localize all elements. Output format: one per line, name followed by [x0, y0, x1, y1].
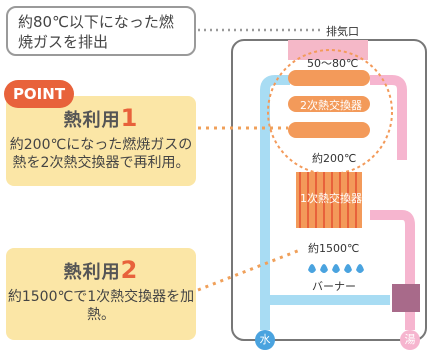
- hx-tube-3: [288, 122, 370, 138]
- heat-use-2-text: 約1500℃で1次熱交換器を加熱。: [7, 289, 195, 323]
- water-in-badge: 水: [255, 330, 275, 350]
- primary-hx-fins: [299, 172, 357, 228]
- heat-use-1-title-text: 熱利用: [63, 110, 121, 131]
- hx-tube-1: [288, 70, 370, 86]
- heat2-connector: [197, 248, 301, 292]
- temp-top-label: 50～80℃: [307, 57, 359, 70]
- exhaust-callout-text: 約80℃以下になった燃焼ガスを排出: [18, 13, 174, 51]
- heat-use-1-text: 約200℃になった燃焼ガスの熱を2次熱交換器で再利用。: [9, 137, 193, 171]
- primary-hx-label: 1次熱交換器: [300, 192, 362, 205]
- hot-out-badge: 湯: [400, 330, 420, 350]
- cold-pipe: [260, 75, 290, 330]
- burner-flames: [308, 264, 364, 273]
- diagram-svg: [197, 28, 427, 341]
- water-in-label: 水: [259, 333, 271, 346]
- exhaust-callout: 約80℃以下になった燃焼ガスを排出: [6, 6, 196, 56]
- hx-tube-2: [288, 96, 370, 112]
- heat-use-1-number: 1: [120, 104, 139, 132]
- heat-use-2-box: 熱利用2 約1500℃で1次熱交換器を加熱。: [6, 248, 196, 340]
- temp-mid-label: 約200℃: [312, 152, 357, 165]
- secondary-hx-label: 2次熱交換器: [300, 99, 362, 112]
- point-badge: POINT: [4, 80, 74, 108]
- hot-out-label: 湯: [404, 333, 416, 346]
- burner-label: バーナー: [312, 280, 356, 293]
- hot-pipe-top: [370, 75, 407, 160]
- heat-use-2-number: 2: [120, 256, 139, 284]
- exhaust-label: 排気口: [326, 25, 359, 38]
- heat-use-2-title: 熱利用2: [6, 256, 196, 284]
- heat-use-2-title-text: 熱利用: [63, 262, 121, 283]
- heat-use-1-title: 熱利用1: [6, 104, 196, 132]
- tank: [392, 284, 420, 312]
- temp-burner-label: 約1500℃: [308, 242, 360, 255]
- hot-pipe: [370, 210, 415, 330]
- heat-use-1-box: 熱利用1 約200℃になった燃焼ガスの熱を2次熱交換器で再利用。: [6, 96, 196, 186]
